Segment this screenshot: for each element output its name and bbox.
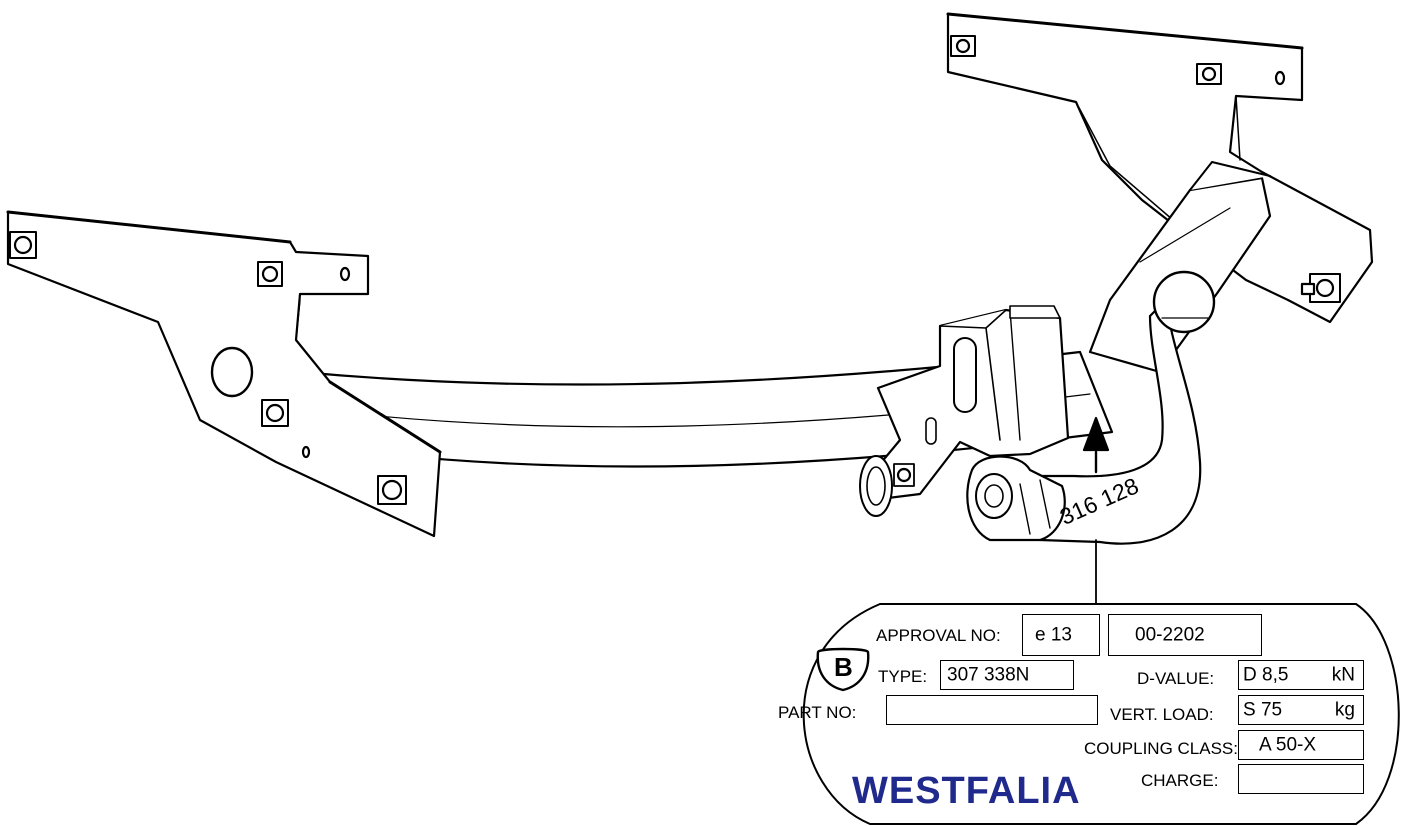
type-field: 307 338N <box>940 660 1074 690</box>
part-no-label: PART NO: <box>778 703 857 722</box>
approval-label: APPROVAL NO: <box>876 626 1001 645</box>
b-badge-icon <box>816 647 870 692</box>
charge-field <box>1238 764 1364 794</box>
right-bracket-bolts <box>950 35 1341 303</box>
electrical-socket <box>859 455 915 517</box>
d-value-field: D 8,5 kN <box>1238 660 1364 690</box>
type-label: TYPE: <box>878 667 928 686</box>
coupling-mount <box>876 305 1070 500</box>
d-value-label: D-VALUE: <box>1137 669 1215 688</box>
coupling-class-field: A 50-X <box>1238 730 1364 760</box>
vert-load-label: VERT. LOAD: <box>1110 705 1214 724</box>
approval-code-field: e 13 <box>1022 614 1100 656</box>
left-bracket-holes <box>9 231 407 505</box>
b-badge-letter: B <box>834 652 853 682</box>
part-no-field <box>886 695 1098 725</box>
charge-label: CHARGE: <box>1141 771 1219 790</box>
westfalia-logo: WESTFALIA <box>852 770 1081 812</box>
approval-number-field: 00-2202 <box>1108 614 1262 656</box>
coupling-class-label: COUPLING CLASS: <box>1084 739 1238 758</box>
right-mounting-bracket <box>946 12 1374 324</box>
release-knob <box>966 455 1066 542</box>
location-arrow <box>1082 416 1110 474</box>
vert-load-field: S 75 kg <box>1238 695 1364 725</box>
